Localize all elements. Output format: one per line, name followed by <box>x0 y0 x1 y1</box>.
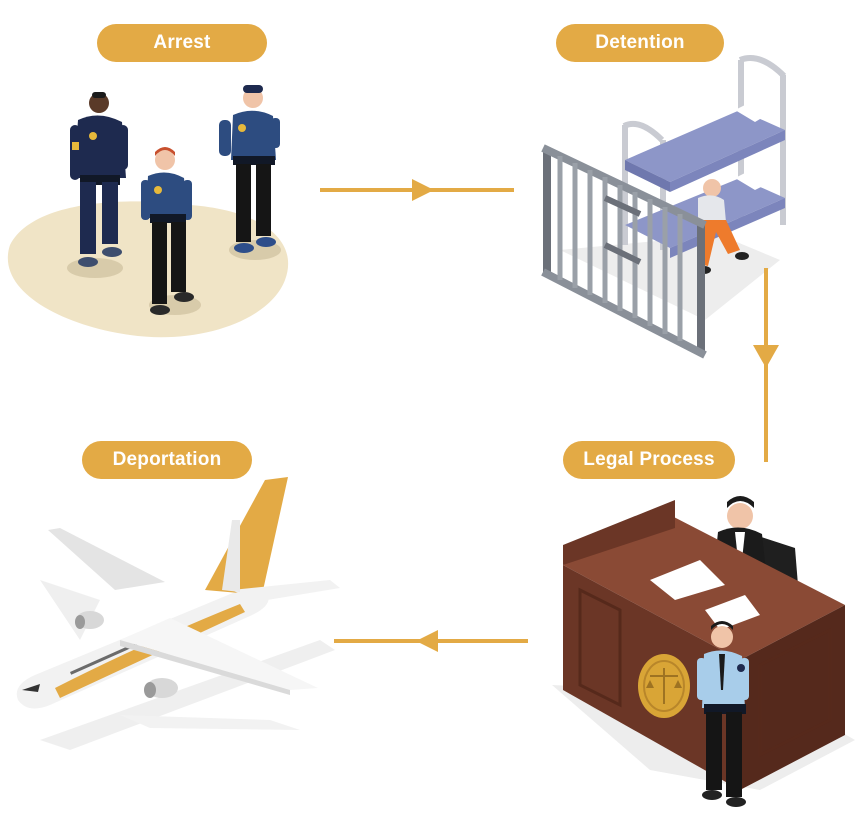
court-officer-icon <box>697 621 749 807</box>
arrow-detention-to-legal <box>753 268 779 462</box>
stage-label-detention: Detention <box>556 24 724 62</box>
flow-arrows <box>320 179 779 652</box>
arrow-legal-to-deportation <box>334 630 528 652</box>
jail-bars-icon <box>541 144 707 359</box>
arrow-arrest-to-detention <box>320 179 514 201</box>
stage-label-arrest: Arrest <box>97 24 267 62</box>
tail-fin <box>205 477 288 595</box>
courtroom-illustration <box>552 496 855 807</box>
stage-label-legal-process: Legal Process <box>563 441 735 479</box>
stage-label-deportation: Deportation <box>82 441 252 479</box>
stage-label-text: Arrest <box>153 32 211 53</box>
ground-blob <box>7 201 289 338</box>
officer-3-icon <box>219 85 280 253</box>
airplane-illustration <box>16 477 340 750</box>
stage-label-text: Deportation <box>112 449 222 470</box>
stage-label-text: Legal Process <box>583 449 715 470</box>
officer-1-icon <box>70 92 128 267</box>
arrest-illustration <box>7 85 289 338</box>
officer-2-icon <box>141 147 194 315</box>
scales-of-justice-icon <box>638 654 690 718</box>
detention-illustration <box>541 55 787 359</box>
stage-label-text: Detention <box>595 32 685 53</box>
